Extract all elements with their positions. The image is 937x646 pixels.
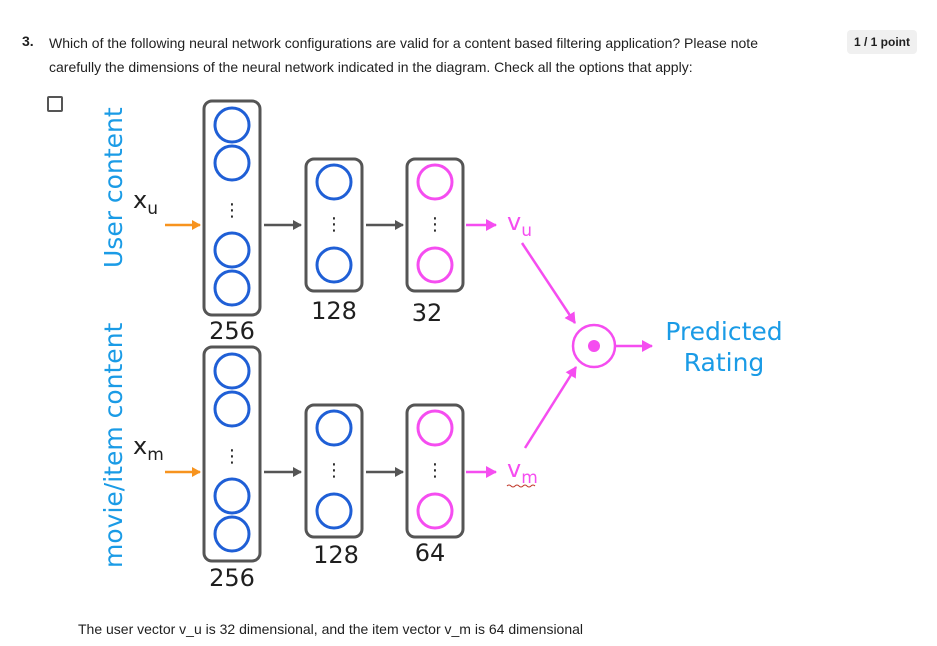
- ellipsis: ⋮: [426, 460, 444, 481]
- item-layer-128: ⋮: [304, 403, 364, 539]
- predicted-rating-label: Predicted: [665, 317, 782, 346]
- user-layer2-size: 128: [311, 297, 357, 325]
- item-layer-64: ⋮: [405, 403, 465, 539]
- vm-label: vm: [507, 455, 538, 488]
- item-layer2-size: 128: [313, 541, 359, 569]
- predicted-rating-label-2: Rating: [684, 348, 765, 377]
- ellipsis: ⋮: [325, 214, 343, 235]
- user-layer-32: ⋮: [405, 157, 465, 293]
- score-badge: 1 / 1 point: [847, 30, 917, 54]
- ellipsis: ⋮: [325, 460, 343, 481]
- user-content-label: User content: [99, 107, 128, 268]
- option-checkbox[interactable]: [47, 96, 63, 112]
- ellipsis: ⋮: [223, 446, 241, 467]
- question-text: Which of the following neural network co…: [49, 35, 758, 75]
- xm-label: xm: [133, 432, 164, 465]
- item-layer3-size: 64: [415, 539, 446, 567]
- vm-to-dot-arrow: [523, 366, 578, 449]
- user-layer1-size: 256: [209, 317, 255, 345]
- item-layer-256: ⋮: [202, 345, 262, 563]
- ellipsis: ⋮: [223, 200, 241, 221]
- user-layer-256: ⋮: [202, 99, 262, 317]
- item-layer1-size: 256: [209, 564, 255, 592]
- ellipsis: ⋮: [426, 214, 444, 235]
- question-number: 3.: [22, 33, 34, 49]
- option-text: The user vector v_u is 32 dimensional, a…: [78, 621, 584, 637]
- user-layer3-size: 32: [412, 299, 443, 327]
- dot-product-node: [571, 323, 617, 369]
- item-content-label: movie/item content: [99, 322, 128, 568]
- vu-to-dot-arrow: [520, 242, 577, 324]
- xu-label: xu: [133, 186, 158, 219]
- spellcheck-squiggle: [506, 484, 536, 488]
- vu-label: vu: [507, 208, 532, 241]
- user-layer-128: ⋮: [304, 157, 364, 293]
